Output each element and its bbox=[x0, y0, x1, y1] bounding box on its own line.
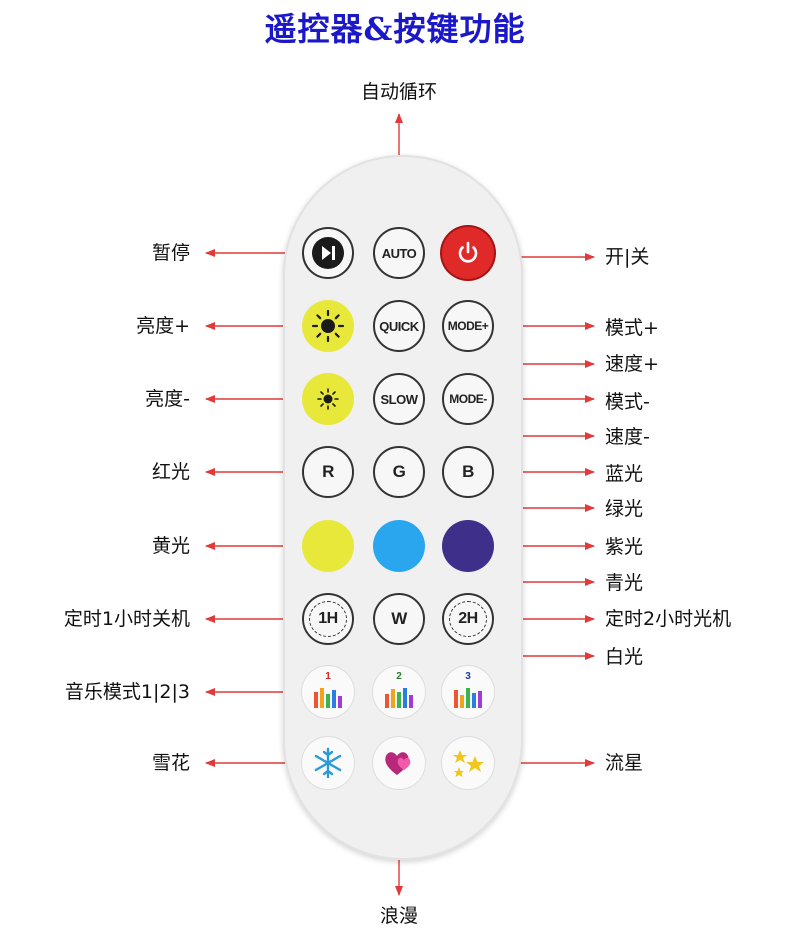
label-red: 红光 bbox=[151, 461, 190, 483]
equalizer-icon bbox=[454, 688, 482, 708]
blue-button[interactable]: B bbox=[442, 446, 494, 498]
music-1-number: 1 bbox=[325, 671, 331, 682]
timer-ring-icon bbox=[309, 601, 347, 637]
equalizer-icon bbox=[385, 688, 413, 708]
pause-button[interactable] bbox=[302, 227, 354, 279]
label-romance: 浪漫 bbox=[379, 905, 418, 927]
music-2-number: 2 bbox=[396, 671, 402, 682]
mode-minus-button-label: MODE- bbox=[449, 392, 487, 406]
label-white: 白光 bbox=[605, 646, 644, 668]
label-blue: 蓝光 bbox=[605, 463, 644, 485]
slow-button[interactable]: SLOW bbox=[373, 373, 425, 425]
label-green: 绿光 bbox=[605, 498, 644, 520]
power-icon bbox=[458, 241, 478, 263]
label-meteor: 流星 bbox=[605, 752, 644, 774]
label-bright-down: 亮度- bbox=[145, 388, 190, 410]
yellow-button[interactable] bbox=[302, 520, 354, 572]
brightness-up-button[interactable] bbox=[302, 300, 354, 352]
label-timer1: 定时1小时关机 bbox=[63, 608, 190, 630]
green-button-label: G bbox=[392, 462, 406, 481]
label-purple: 紫光 bbox=[605, 536, 644, 558]
music-1-button[interactable]: 1 bbox=[302, 666, 354, 718]
snow-button[interactable] bbox=[302, 737, 354, 789]
label-speed-up: 速度+ bbox=[605, 353, 659, 375]
play-pause-icon bbox=[312, 237, 344, 269]
sun-large-icon bbox=[311, 309, 345, 343]
label-auto-loop: 自动循环 bbox=[360, 81, 437, 103]
label-snow: 雪花 bbox=[151, 752, 190, 774]
mode-minus-button[interactable]: MODE- bbox=[442, 373, 494, 425]
label-power: 开|关 bbox=[605, 246, 650, 268]
power-button[interactable] bbox=[442, 227, 494, 279]
timer-2h-button[interactable]: 2H bbox=[442, 593, 494, 645]
page-title: 遥控器&按键功能 bbox=[264, 10, 526, 48]
equalizer-icon bbox=[314, 688, 342, 708]
snowflake-icon bbox=[314, 747, 342, 779]
red-button-label: R bbox=[322, 462, 334, 481]
timer-2h-label: 2H bbox=[458, 610, 478, 627]
stars-icon bbox=[453, 750, 484, 777]
meteor-button[interactable] bbox=[442, 737, 494, 789]
white-button-label: W bbox=[391, 609, 407, 628]
timer-1h-label: 1H bbox=[318, 610, 338, 627]
music-3-button[interactable]: 3 bbox=[442, 666, 494, 718]
label-mode-down: 模式- bbox=[605, 391, 650, 413]
timer-ring-icon bbox=[449, 601, 487, 637]
auto-button-label: AUTO bbox=[381, 245, 417, 261]
hearts-icon bbox=[385, 752, 411, 775]
label-pause: 暂停 bbox=[151, 242, 190, 264]
brightness-down-button[interactable] bbox=[302, 373, 354, 425]
timer-1h-button[interactable]: 1H bbox=[302, 593, 354, 645]
label-yellow: 黄光 bbox=[151, 535, 190, 557]
mode-plus-button-label: MODE+ bbox=[447, 319, 489, 333]
music-3-number: 3 bbox=[465, 671, 471, 682]
slow-button-label: SLOW bbox=[380, 391, 419, 407]
green-button[interactable]: G bbox=[373, 446, 425, 498]
label-timer2: 定时2小时光机 bbox=[605, 608, 732, 630]
label-mode-up: 模式+ bbox=[605, 317, 659, 339]
red-button[interactable]: R bbox=[302, 446, 354, 498]
label-music: 音乐模式1|2|3 bbox=[64, 681, 190, 703]
quick-button[interactable]: QUICK bbox=[373, 300, 425, 352]
label-cyan: 青光 bbox=[605, 572, 644, 594]
romance-button[interactable] bbox=[373, 737, 425, 789]
blue-button-label: B bbox=[462, 462, 474, 481]
auto-button[interactable]: AUTO bbox=[373, 227, 425, 279]
cyan-button[interactable] bbox=[373, 520, 425, 572]
mode-plus-button[interactable]: MODE+ bbox=[442, 300, 494, 352]
purple-button[interactable] bbox=[442, 520, 494, 572]
label-speed-down: 速度- bbox=[605, 426, 650, 448]
label-bright-up: 亮度+ bbox=[136, 315, 190, 337]
quick-button-label: QUICK bbox=[379, 318, 419, 334]
sun-small-icon bbox=[317, 388, 339, 410]
white-button[interactable]: W bbox=[373, 593, 425, 645]
music-2-button[interactable]: 2 bbox=[373, 666, 425, 718]
